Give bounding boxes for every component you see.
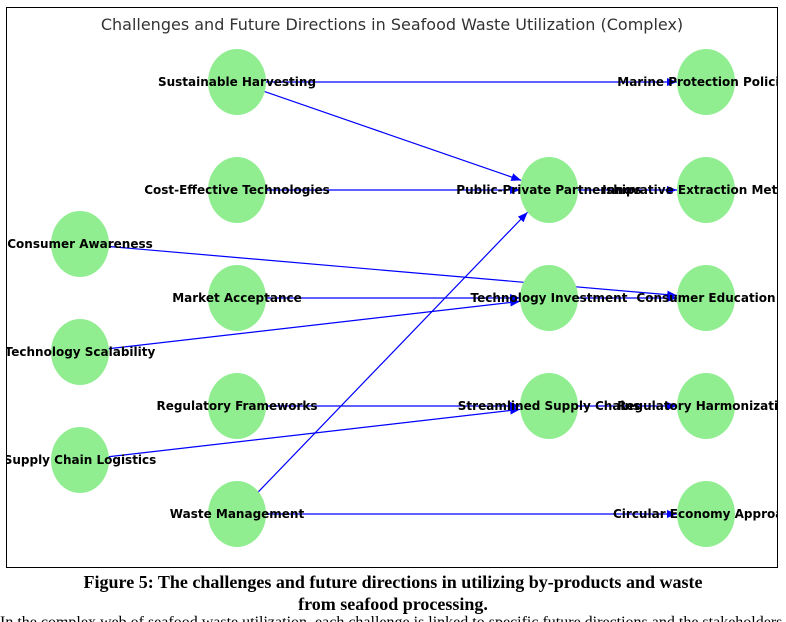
node-iem: Innovative Extraction Methods [602, 157, 777, 223]
node-label: Innovative Extraction Methods [602, 183, 777, 197]
edge-ca-to-ce [79, 243, 678, 299]
node-label: Technology Investment [471, 291, 628, 305]
node-scl: Supply Chain Logistics [7, 427, 156, 493]
node-circle [208, 157, 266, 223]
edge-scl-to-ssc [79, 406, 521, 461]
figure-caption: Figure 5: The challenges and future dire… [0, 571, 786, 615]
node-circle [51, 427, 109, 493]
node-circle [520, 265, 578, 331]
diagram-title: Challenges and Future Directions in Seaf… [101, 15, 683, 34]
edge-sh-to-ppp [236, 81, 522, 181]
body-text-fragment: In the complex web of seafood waste util… [0, 613, 786, 622]
node-label: Circular Economy Approach [613, 507, 777, 521]
node-rf: Regulatory Frameworks [156, 373, 318, 439]
node-cet: Cost-Effective Technologies [144, 157, 330, 223]
node-circle [208, 265, 266, 331]
node-circle [677, 157, 735, 223]
node-label: Marine Protection Policies [617, 75, 777, 89]
node-circle [51, 211, 109, 277]
node-ma: Market Acceptance [172, 265, 302, 331]
node-circle [520, 373, 578, 439]
figure-frame: Challenges and Future Directions in Seaf… [6, 7, 778, 568]
node-wm: Waste Management [170, 481, 305, 547]
node-label: Market Acceptance [172, 291, 302, 305]
network-diagram: Challenges and Future Directions in Seaf… [7, 15, 777, 547]
node-rh: Regulatory Harmonization [617, 373, 777, 439]
node-sh: Sustainable Harvesting [158, 49, 316, 115]
node-label: Public-Private Partnerships [456, 183, 641, 197]
node-label: Cost-Effective Technologies [144, 183, 330, 197]
node-label: Consumer Education [636, 291, 775, 305]
node-circle [208, 481, 266, 547]
node-mpp: Marine Protection Policies [617, 49, 777, 115]
node-cea: Circular Economy Approach [613, 481, 777, 547]
node-circle [51, 319, 109, 385]
node-circle [208, 49, 266, 115]
node-label: Technology Scalability [7, 345, 156, 359]
caption-line-2: from seafood processing. [298, 594, 488, 614]
node-ppp: Public-Private Partnerships [456, 157, 642, 223]
node-ca: Consumer Awareness [7, 211, 153, 277]
caption-line-1: Figure 5: The challenges and future dire… [83, 572, 703, 592]
node-label: Regulatory Harmonization [617, 399, 777, 413]
node-circle [208, 373, 266, 439]
node-ts: Technology Scalability [7, 319, 156, 385]
node-label: Streamlined Supply Chains [458, 399, 640, 413]
node-ce: Consumer Education [636, 265, 776, 331]
node-circle [677, 373, 735, 439]
node-label: Supply Chain Logistics [7, 453, 156, 467]
node-label: Sustainable Harvesting [158, 75, 316, 89]
node-circle [677, 49, 735, 115]
node-circle [677, 481, 735, 547]
edge-wm-to-ppp [236, 211, 529, 515]
edge-ts-to-ti [79, 298, 521, 353]
node-ti: Technology Investment [471, 265, 628, 331]
node-circle [677, 265, 735, 331]
node-ssc: Streamlined Supply Chains [458, 373, 640, 439]
node-label: Waste Management [170, 507, 305, 521]
node-label: Regulatory Frameworks [156, 399, 317, 413]
node-circle [520, 157, 578, 223]
node-label: Consumer Awareness [7, 237, 153, 251]
